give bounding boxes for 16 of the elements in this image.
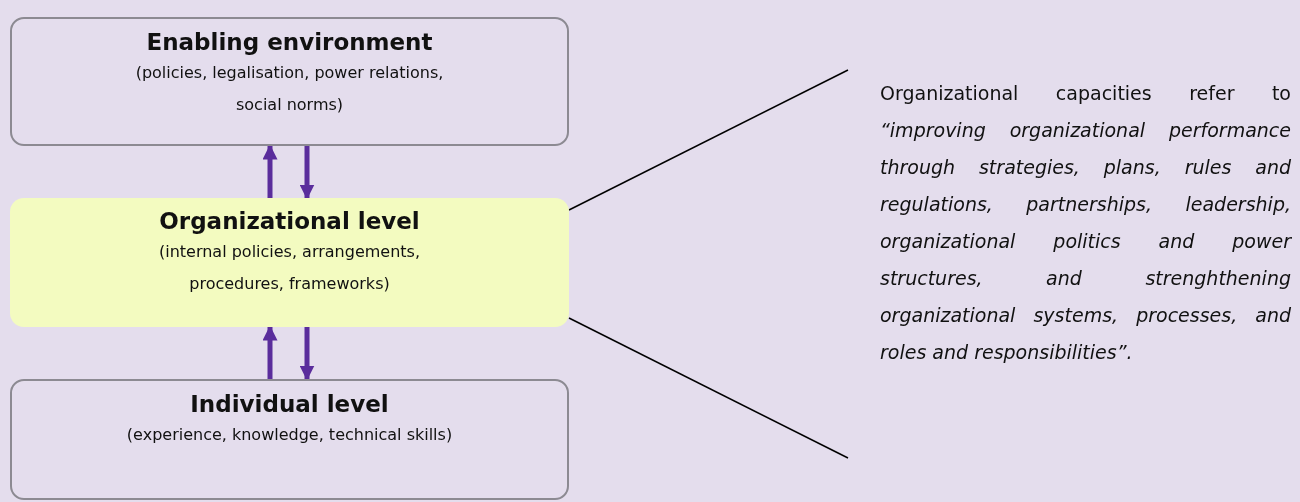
level-title: Individual level [189,391,390,417]
connector-line [568,317,849,459]
arrow [299,146,315,200]
arrow [262,325,278,379]
level-title: Organizational level [158,208,421,234]
level-description: (experience, knowledge, technical skills) [125,424,454,446]
level-description: (internal policies, arrangements, procedures, frameworks) [157,241,421,295]
arrow [299,327,315,381]
level-box [10,17,569,146]
description-text: Organizational capacities refer to “improving organizational performance through strategies, plans, rules and regulations, partnerships, leadership, organizational politics and power structures, and strenghthening organizational systems, processes, and roles and responsibilities”. [880,81,1291,365]
level-box [10,379,569,500]
level-title: Enabling environment [145,29,434,55]
level-box [10,198,569,327]
arrow [262,144,278,198]
level-description: (policies, legalisation, power relations, social norms) [134,62,445,116]
connector-line [568,69,849,211]
